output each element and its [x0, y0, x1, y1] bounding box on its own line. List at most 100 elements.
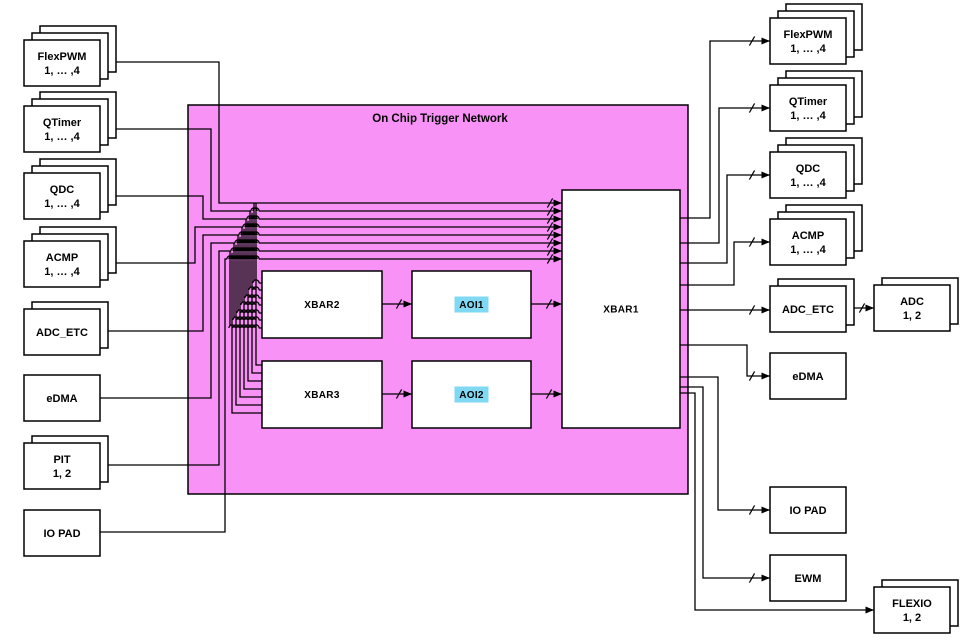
bus-slash	[748, 371, 756, 381]
right-block-io-pad-box	[769, 486, 847, 534]
wire-xbar1-to-io-pad	[680, 376, 770, 514]
left-block-acmp-sublabel: 1, … ,4	[44, 266, 80, 278]
wire-hop	[244, 294, 252, 299]
right-block-adc-label: ADC	[900, 296, 924, 308]
bus-slash	[748, 573, 756, 583]
right-block-ewm: EWM	[769, 554, 847, 602]
wire-hop	[240, 301, 248, 306]
right-block-qdc-sublabel: 1, … ,4	[790, 177, 826, 189]
wire-hop	[248, 286, 256, 291]
bus-slash	[546, 198, 554, 208]
wire-qdc-to-xbar1	[115, 195, 562, 223]
xbar1-label: XBAR1	[603, 305, 639, 316]
right-block-flexio: FLEXIO 1, 2	[873, 579, 959, 634]
bus-slash	[546, 238, 554, 248]
network-block-aoi1: AOI1	[411, 270, 532, 339]
wire-hop	[244, 324, 252, 329]
wire-adc-etc-to-xbar1	[108, 231, 562, 332]
aoi2-label: AOI2	[459, 390, 484, 401]
left-block-adc-etc-label: ADC_ETC	[36, 327, 88, 339]
xbar2-label: XBAR2	[304, 300, 340, 311]
left-block-io-pad-box	[23, 509, 101, 557]
aoi1-label: AOI1	[459, 300, 484, 311]
network-block-xbar3: XBAR3	[261, 360, 383, 429]
right-block-flexpwm-box	[769, 17, 847, 65]
wire-hop	[236, 316, 244, 321]
wire-io-pad-to-xbar1	[100, 255, 562, 533]
aoi2-label-highlight	[454, 386, 489, 403]
wire-xbar1-to-flexio	[680, 392, 874, 614]
wire-hop	[240, 316, 248, 321]
wire-xbar1-to-ewm	[680, 386, 770, 582]
bus-slash	[748, 305, 756, 315]
drop-to-xbar3	[239, 235, 262, 398]
wire-hop	[228, 324, 236, 329]
wire-xbar1-to-qdc	[680, 171, 770, 264]
wire-acmp-to-xbar1	[115, 223, 562, 264]
left-block-flexpwm-sublabel: 1, … ,4	[44, 65, 80, 77]
drop-to-xbar3	[251, 211, 262, 374]
bus-slash	[546, 206, 554, 216]
left-block-io-pad: IO PAD	[23, 509, 101, 557]
right-block-flexio-sublabel: 1, 2	[903, 612, 921, 624]
right-block-qdc: QDC 1, … ,4	[769, 137, 863, 199]
wire-hop	[252, 301, 260, 306]
bus-slash	[748, 36, 756, 46]
right-block-adc-etc: ADC_ETC	[769, 278, 855, 333]
bus-slash	[748, 505, 756, 515]
wire-hop	[248, 301, 256, 306]
wire-hop	[252, 324, 260, 329]
wire-xbar1-to-qtimer	[680, 104, 770, 244]
bus-slash	[546, 230, 554, 240]
right-block-adc-box	[873, 284, 951, 332]
right-block-flexio-label: FLEXIO	[892, 598, 932, 610]
left-block-adc-etc: ADC_ETC	[23, 301, 109, 356]
wire-hop	[236, 239, 244, 244]
left-block-pit-sublabel: 1, 2	[53, 468, 71, 480]
left-block-flexpwm: FlexPWM 1, … ,4	[23, 25, 117, 87]
bus-slash	[546, 254, 554, 264]
wire-hop	[228, 255, 236, 260]
left-block-qtimer-sublabel: 1, … ,4	[44, 131, 80, 143]
wire-hop	[240, 324, 248, 329]
wire-hop	[244, 223, 252, 228]
hop-vertical-stubs	[229, 209, 257, 330]
xbar2-box	[261, 270, 383, 339]
drop-to-xbar3	[231, 251, 262, 414]
wire-hop	[252, 316, 260, 321]
wire-hop	[244, 316, 252, 321]
wire-hop	[240, 231, 248, 236]
wire-hop	[248, 309, 256, 314]
wire-xbar1-to-flexpwm	[680, 37, 770, 219]
left-block-acmp: ACMP 1, … ,4	[23, 226, 117, 288]
wire-qtimer-to-xbar1	[115, 128, 562, 215]
network-block-xbar1: XBAR1	[561, 189, 681, 429]
bus-slash	[748, 237, 756, 247]
wire-hop	[248, 215, 256, 220]
xbar3-box	[261, 360, 383, 429]
bus-slash	[395, 299, 403, 309]
left-block-flexpwm-label: FlexPWM	[38, 51, 87, 63]
wire-edma-to-xbar1	[100, 239, 562, 399]
left-block-edma-box	[23, 374, 101, 422]
wire-hop	[232, 247, 240, 252]
aoi1-box	[411, 270, 532, 339]
right-block-edma: eDMA	[769, 352, 847, 400]
right-block-qdc-label: QDC	[796, 163, 821, 175]
right-block-flexpwm-sublabel: 1, … ,4	[790, 43, 826, 55]
bus-slash	[858, 303, 866, 313]
right-block-ewm-label: EWM	[795, 573, 822, 585]
network-block-xbar2: XBAR2	[261, 270, 383, 339]
wire-hop	[248, 324, 256, 329]
wire-hop	[252, 294, 260, 299]
right-block-acmp-sublabel: 1, … ,4	[790, 244, 826, 256]
aoi1-label-highlight	[454, 296, 489, 313]
left-block-acmp-label: ACMP	[46, 252, 78, 264]
left-block-acmp-box	[23, 240, 101, 288]
right-block-adc-etc-label: ADC_ETC	[782, 304, 834, 316]
